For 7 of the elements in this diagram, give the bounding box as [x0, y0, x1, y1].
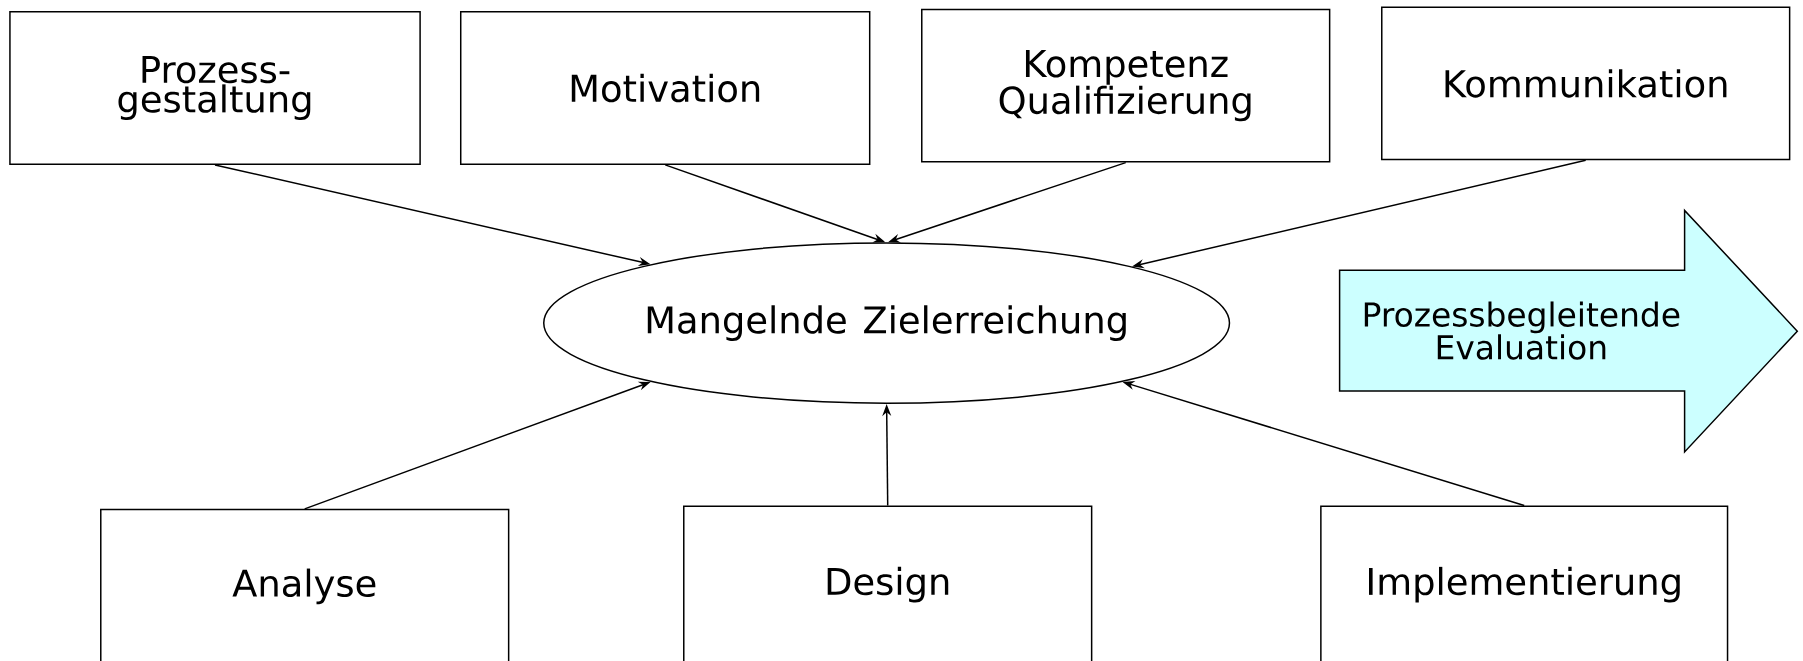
process-box: Kommunikation: [1381, 6, 1791, 161]
process-box: Motivation: [460, 11, 871, 165]
process-box: Design: [683, 505, 1093, 661]
process-box: Prozess- gestaltung: [9, 11, 421, 165]
process-box: Implementierung: [1320, 505, 1729, 661]
process-box: Analyse: [100, 508, 510, 661]
process-box: Kompetenz Qualifizierung: [921, 8, 1331, 163]
